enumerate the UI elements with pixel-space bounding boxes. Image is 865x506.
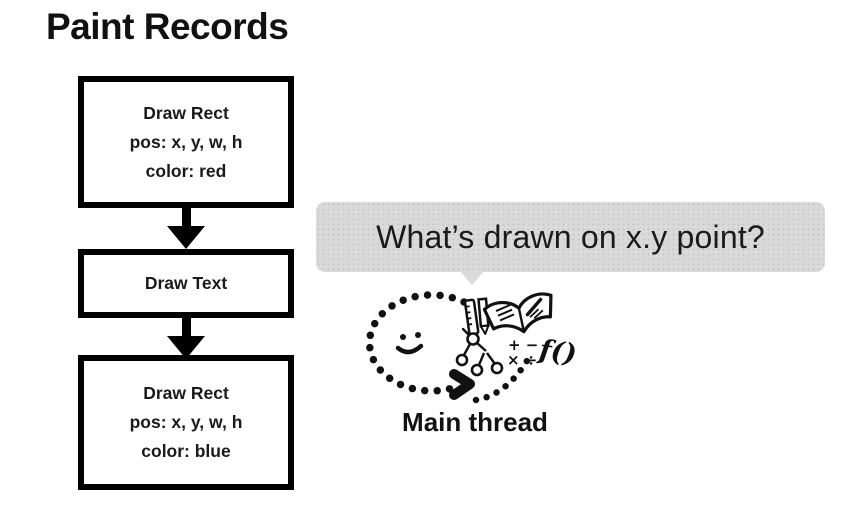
box-line: Draw Text: [144, 273, 228, 293]
arrow-head: [167, 336, 205, 359]
down-arrow-icon: [167, 316, 205, 359]
paint-record-box-draw-text: Draw Text: [78, 249, 294, 318]
box-line: pos: x, y, w, h: [129, 131, 243, 152]
dotted-loop-icon: [365, 291, 468, 395]
function-notation-icon: f(): [535, 334, 578, 370]
speech-bubble-text: What’s drawn on x.y point?: [376, 218, 765, 255]
smiley-face-icon: [395, 332, 424, 355]
math-symbols-icon: + − × ÷: [507, 336, 538, 369]
main-thread-illustration: + − × ÷ f(): [365, 291, 578, 404]
arrow-head: [167, 226, 205, 249]
chevron-arrow-icon: [449, 369, 475, 400]
page-title: Paint Records: [46, 6, 289, 47]
speech-bubble-tail: [459, 270, 485, 285]
box-line: color: red: [145, 160, 227, 181]
tree-graph-icon: [455, 327, 504, 377]
main-thread-label: Main thread: [402, 407, 548, 437]
box-line: Draw Rect: [143, 383, 229, 403]
math-symbols-row2: × ÷: [507, 351, 537, 369]
arrow-stem: [181, 206, 191, 226]
ruler-icon: [463, 298, 480, 336]
box-line: color: blue: [141, 441, 231, 461]
paint-record-box-draw-rect-red: Draw Rect pos: x, y, w, h color: red: [78, 76, 294, 208]
math-symbols-row1: + −: [508, 336, 538, 354]
box-line: pos: x, y, w, h: [129, 412, 243, 432]
paint-record-box-draw-rect-blue: Draw Rect pos: x, y, w, h color: blue: [78, 355, 294, 490]
open-book-icon: [482, 292, 553, 334]
box-line: Draw Rect: [143, 102, 229, 123]
speech-bubble: What’s drawn on x.y point?: [316, 202, 825, 272]
down-arrow-icon: [167, 206, 205, 249]
arrow-stem: [181, 316, 191, 336]
dotted-tail-icon: [472, 348, 536, 404]
